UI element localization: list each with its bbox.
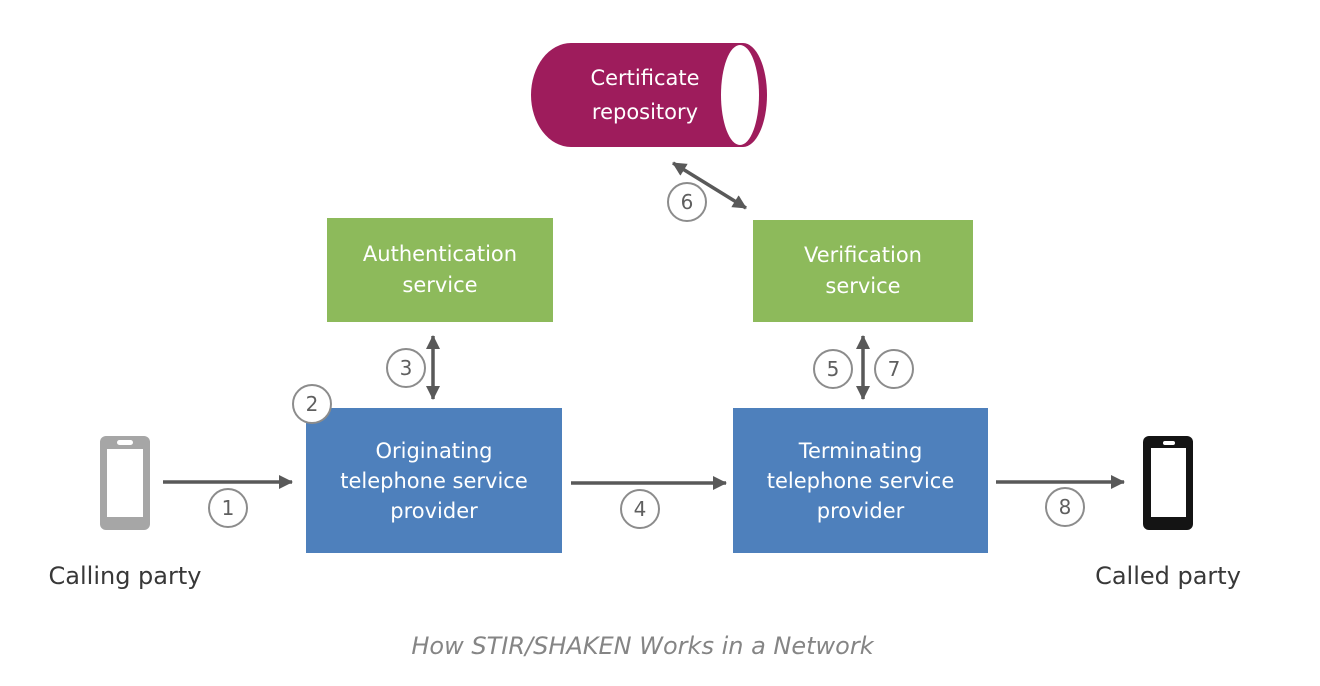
arrow-step-6 (672, 161, 747, 210)
step-badge-3: 3 (386, 348, 426, 388)
step-badge-7: 7 (874, 349, 914, 389)
terminating-provider-node: Terminating telephone service provider (733, 408, 988, 553)
phone-speaker (1163, 441, 1175, 445)
originating-provider-node: Originating telephone service provider (306, 408, 562, 553)
calling-party-label: Calling party (48, 562, 202, 590)
phone-screen (1151, 448, 1186, 517)
step-badge-8: 8 (1045, 487, 1085, 527)
verification-service-node: Verification service (753, 220, 973, 322)
step-badge-5: 5 (813, 349, 853, 389)
phone-speaker (117, 440, 133, 445)
step-badge-1: 1 (208, 488, 248, 528)
phone-screen (107, 449, 143, 517)
step-badge-4: 4 (620, 489, 660, 529)
authentication-service-node: Authentication service (327, 218, 553, 322)
diagram-caption: How STIR/SHAKEN Works in a Network (411, 632, 874, 660)
called-party-phone-icon (1143, 436, 1193, 530)
step-badge-6: 6 (667, 182, 707, 222)
certificate-repository-shape (531, 43, 767, 147)
calling-party-phone-icon (100, 436, 150, 530)
called-party-label: Called party (1095, 562, 1241, 590)
step-badge-2: 2 (292, 384, 332, 424)
certificate-repository-label: Certificate repository (590, 66, 700, 124)
